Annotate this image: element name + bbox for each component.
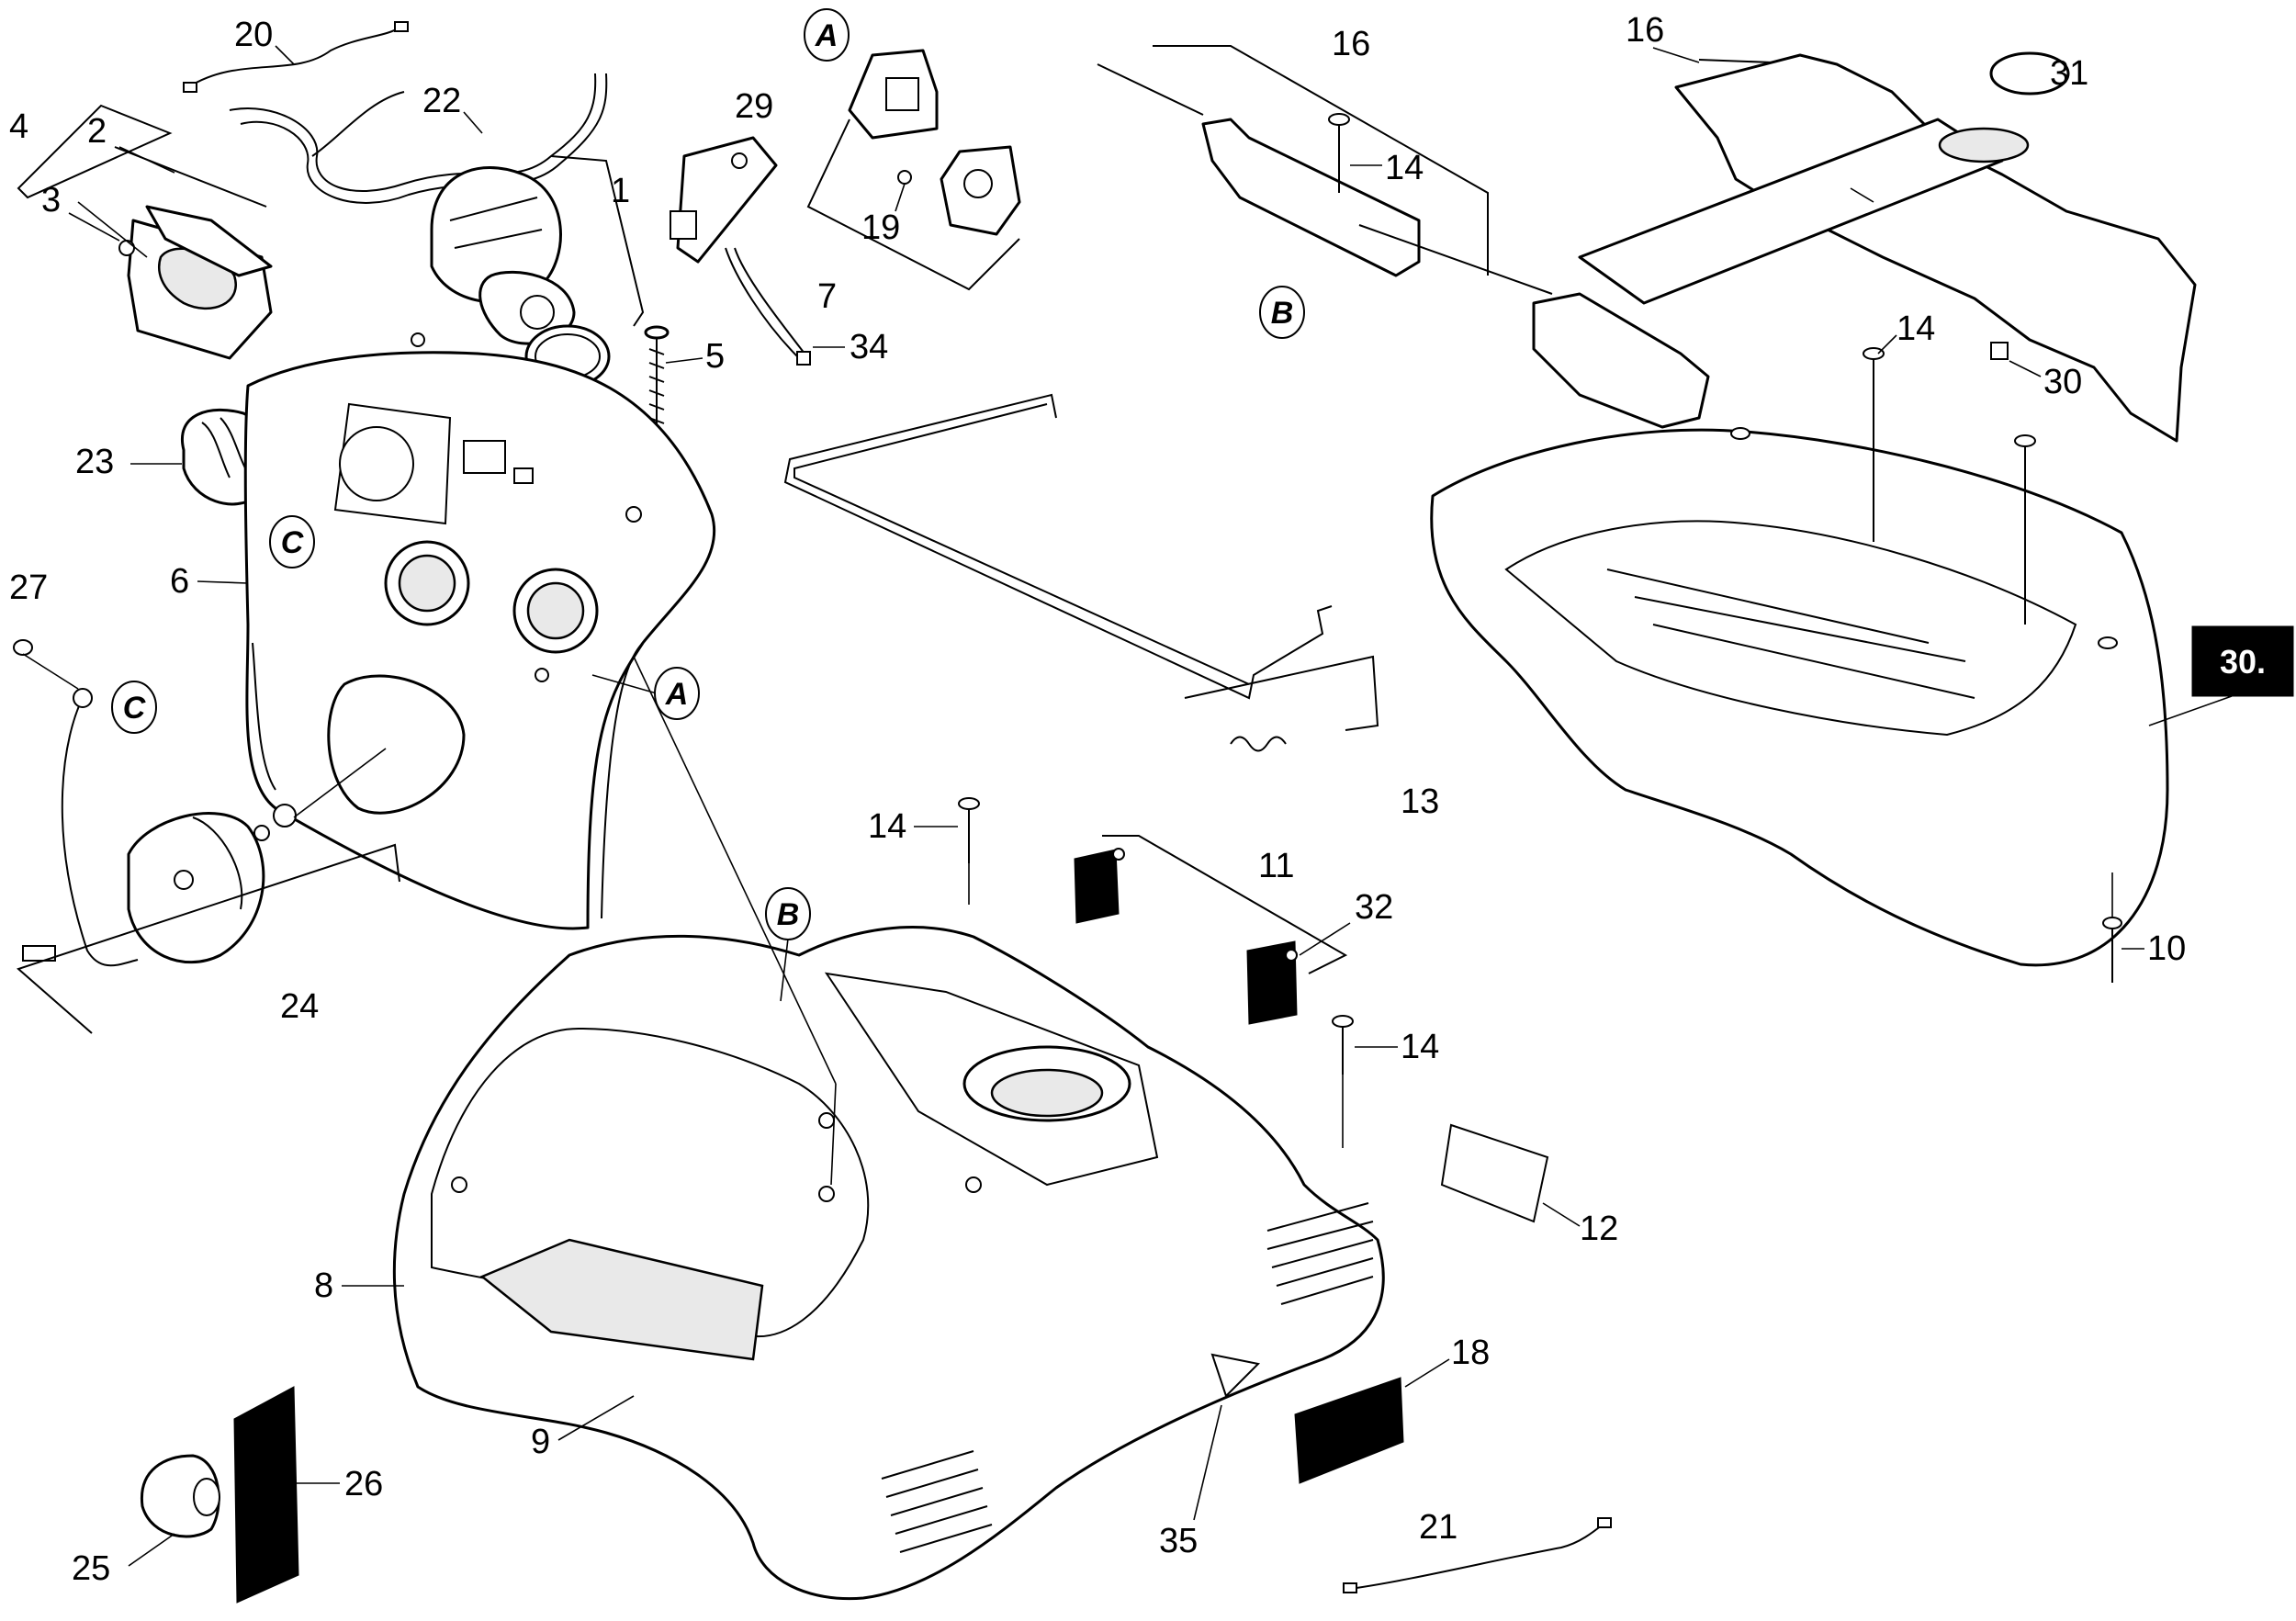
callout-16-b: 16	[1626, 11, 1664, 50]
part-14-screws-upper	[1328, 113, 2036, 625]
part-12-label	[1440, 1123, 1549, 1223]
callout-25: 25	[72, 1549, 110, 1588]
ref-marker-a-bottom: A	[654, 667, 700, 720]
part-25-fitting	[140, 1454, 220, 1538]
part-30-upper-housing	[1430, 427, 2169, 967]
part-22-hose	[229, 73, 608, 204]
svg-text:A: A	[665, 677, 689, 712]
part-6-front-panel	[243, 332, 716, 930]
callout-12: 12	[1580, 1210, 1618, 1248]
callout-30: 30	[2043, 363, 2082, 401]
part-4-switch-assembly	[17, 104, 273, 360]
callout-21: 21	[1419, 1508, 1458, 1547]
part-29-board	[670, 136, 811, 366]
svg-text:C: C	[281, 525, 304, 560]
callout-6: 6	[170, 562, 189, 601]
part-18-pad	[1294, 1377, 1404, 1484]
part-8-base-housing	[392, 926, 1385, 1601]
callout-31: 31	[2050, 54, 2088, 93]
callout-26: 26	[344, 1465, 383, 1503]
svg-text:C: C	[123, 691, 146, 726]
callout-16-a: 16	[1332, 25, 1370, 63]
callout-14-c: 14	[1385, 149, 1424, 187]
svg-text:A: A	[815, 18, 838, 53]
callout-8: 8	[314, 1266, 333, 1305]
ref-marker-b-bottom: B	[765, 887, 811, 940]
callout-2: 2	[87, 112, 107, 151]
callout-24: 24	[280, 987, 319, 1026]
part-21-cable	[1343, 1517, 1612, 1593]
callout-10: 10	[2147, 929, 2186, 968]
svg-text:B: B	[777, 897, 800, 932]
callout-14-b: 14	[1401, 1028, 1439, 1066]
callout-34: 34	[850, 328, 888, 366]
callout-20: 20	[234, 16, 273, 54]
callout-27: 27	[9, 568, 48, 607]
callouts: 1 2 3 4 5 6 7 8 9 10 11 12 13 14	[9, 11, 2186, 1588]
part-20-cable	[183, 21, 409, 93]
part-13-spring	[1184, 655, 1379, 752]
callout-29: 29	[735, 87, 773, 126]
callout-4: 4	[9, 107, 28, 146]
svg-text:30.: 30.	[2220, 643, 2266, 681]
callout-19: 19	[861, 208, 900, 247]
callout-14-d: 14	[1896, 310, 1935, 348]
part-14-screws-lower	[958, 797, 1354, 1148]
callout-5: 5	[705, 337, 725, 376]
part-26-pad	[233, 1386, 299, 1604]
callout-35: 35	[1159, 1522, 1198, 1560]
callout-14-a: 14	[868, 807, 906, 846]
callout-9: 9	[531, 1423, 550, 1461]
section-badge: 30.	[2148, 625, 2294, 726]
callout-7: 7	[817, 277, 837, 316]
callout-3: 3	[41, 181, 61, 220]
callout-13: 13	[1401, 782, 1439, 821]
callout-32: 32	[1355, 888, 1393, 927]
callout-22: 22	[422, 82, 461, 120]
callout-11: 11	[1258, 847, 1294, 885]
part-16-handle-bracket	[1097, 45, 1710, 429]
callout-18: 18	[1451, 1334, 1490, 1372]
part-24-cap-assembly	[13, 639, 400, 1034]
part-handle-top	[1578, 51, 2197, 443]
part-7-switch-block	[806, 49, 1021, 291]
ref-marker-c-cable: C	[111, 681, 157, 734]
part-11-pad	[1074, 835, 1348, 1025]
callout-1: 1	[611, 172, 630, 210]
ref-marker-b-top: B	[1259, 286, 1305, 339]
part-handle-rod	[783, 393, 1333, 700]
callout-23: 23	[75, 443, 114, 481]
ref-marker-c-panel: C	[269, 515, 315, 568]
part-10-screw	[2102, 872, 2122, 983]
svg-text:B: B	[1271, 296, 1294, 331]
ref-marker-a-top: A	[804, 8, 850, 62]
